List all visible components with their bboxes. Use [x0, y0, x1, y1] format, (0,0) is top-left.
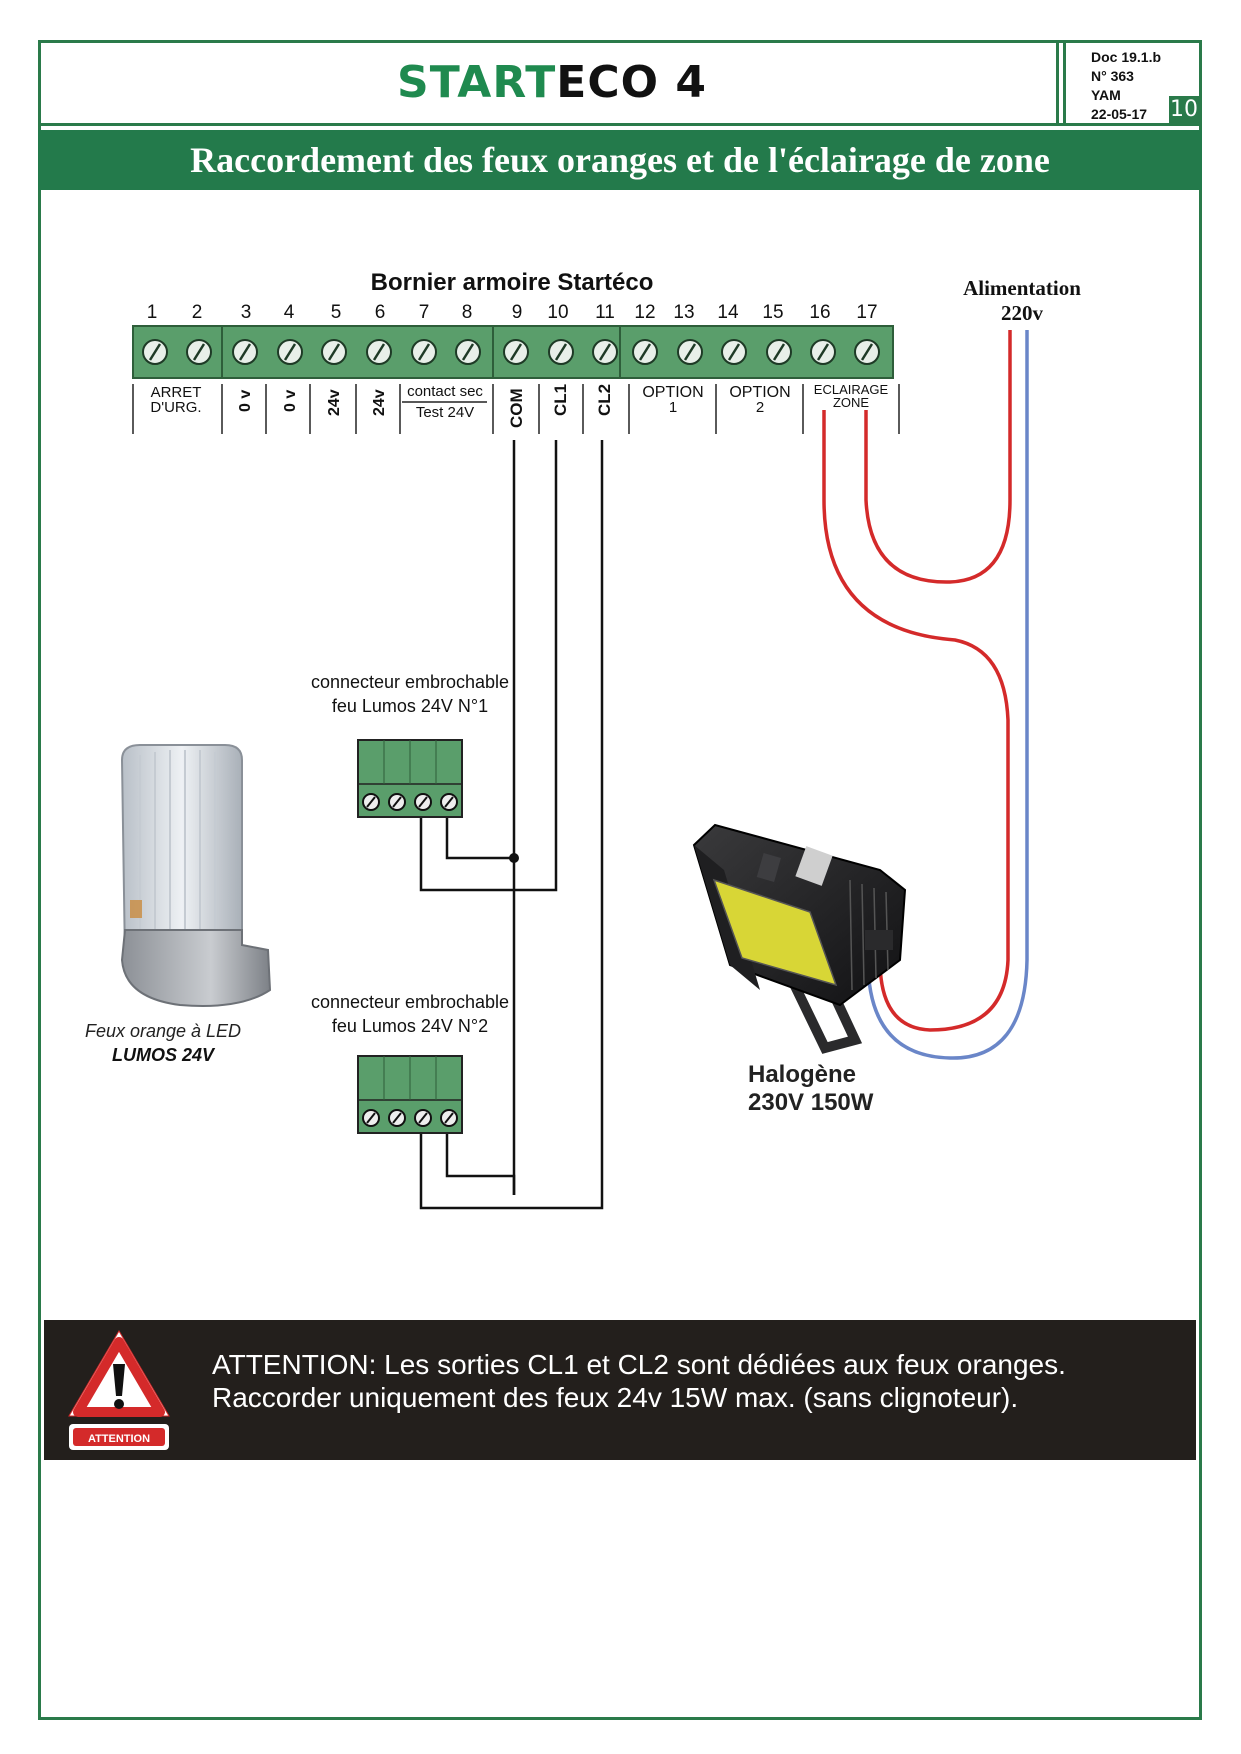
- terminal-number: 4: [284, 302, 295, 323]
- terminal-number: 8: [462, 302, 473, 323]
- label-24v-6: 24v: [371, 389, 388, 416]
- terminal-number: 17: [856, 302, 877, 323]
- label-24v-5: 24v: [326, 389, 343, 416]
- doc-number: N° 363: [1091, 68, 1134, 84]
- terminal-screws: [142, 339, 880, 365]
- terminal-number: 1: [147, 302, 158, 323]
- wire-com-connector1: [445, 817, 514, 860]
- warning-line1: ATTENTION: Les sorties CL1 et CL2 sont d…: [212, 1349, 1066, 1380]
- terminal-number: 15: [762, 302, 783, 323]
- connector2: [357, 1055, 463, 1134]
- wire-supply-red-to-17: [864, 330, 1012, 584]
- lumos-lamp-illustration: [120, 744, 272, 1007]
- doc-date: 22-05-17: [1091, 106, 1148, 122]
- label-eclairage: ECLAIRAGE: [814, 382, 889, 397]
- warning-line2: Raccorder uniquement des feux 24v 15W ma…: [212, 1382, 1019, 1413]
- warning-text: ATTENTION: Les sorties CL1 et CL2 sont d…: [212, 1348, 1066, 1414]
- junction-dot: [509, 853, 519, 863]
- label-cl2: CL2: [595, 384, 614, 416]
- section-banner: Raccordement des feux oranges et de l'éc…: [38, 130, 1202, 190]
- connector2-label-line2: feu Lumos 24V N°2: [332, 1016, 488, 1036]
- doc-info-box: Doc 19.1.b N° 363 YAM 22-05-17 10: [1056, 40, 1202, 126]
- label-option1: OPTION: [642, 384, 703, 401]
- wire-zone-red-to-halogen: [822, 410, 1010, 1032]
- doc-author: YAM: [1091, 87, 1121, 103]
- halogen-caption-line2: 230V 150W: [748, 1089, 874, 1116]
- terminal-number: 10: [547, 302, 568, 323]
- terminal-numbers: 1 2 3 4 5 6 7 8 9 10 11 12 13 14 15 16 1…: [147, 302, 878, 323]
- label-durg: D'URG.: [150, 399, 201, 416]
- page-number: 10: [1169, 96, 1199, 123]
- lamp-caption-line2: LUMOS 24V: [112, 1045, 216, 1065]
- title-box: STARTECO 4: [38, 40, 1066, 126]
- label-com: COM: [507, 388, 526, 428]
- terminal-number: 14: [717, 302, 739, 323]
- terminal-number: 16: [809, 302, 830, 323]
- wire-supply-blue-to-halogen: [866, 330, 1029, 1060]
- connector1-label-line1: connecteur embrochable: [311, 672, 509, 692]
- terminal-number: 6: [375, 302, 386, 323]
- label-zone: ZONE: [833, 395, 869, 410]
- page-title: STARTECO 4: [397, 57, 707, 108]
- label-contact-sec: contact sec: [407, 383, 483, 400]
- wire-cl2: [419, 440, 604, 1210]
- supply-voltage: 220v: [1001, 301, 1044, 325]
- lamp-caption-line1: Feux orange à LED: [85, 1021, 241, 1041]
- terminal-number: 7: [419, 302, 430, 323]
- label-dividers: [132, 384, 900, 434]
- connector2-label-line1: connecteur embrochable: [311, 992, 509, 1012]
- halogen-floodlight-illustration: [692, 823, 907, 1054]
- label-option1-num: 1: [669, 399, 677, 416]
- terminal-number: 11: [595, 302, 615, 323]
- label-option2-num: 2: [756, 399, 764, 416]
- terminal-number: 9: [512, 302, 523, 323]
- terminal-number: 13: [673, 302, 694, 323]
- label-0v-4: 0 v: [282, 390, 299, 412]
- terminal-block-title: Bornier armoire Startéco: [371, 269, 654, 296]
- doc-ref: Doc 19.1.b: [1091, 49, 1162, 65]
- halogen-caption-line1: Halogène: [748, 1061, 856, 1088]
- terminal-number: 3: [241, 302, 252, 323]
- wire-com-connector2: [445, 1132, 516, 1195]
- terminal-group-dividers: [221, 326, 621, 378]
- label-0v-3: 0 v: [237, 390, 254, 412]
- terminal-number: 5: [331, 302, 342, 323]
- label-arret: ARRET: [151, 384, 202, 401]
- terminal-number: 12: [634, 302, 655, 323]
- label-option2: OPTION: [729, 384, 790, 401]
- signal-wires: [419, 440, 604, 1210]
- label-cl1: CL1: [551, 384, 570, 416]
- connector1: [357, 739, 463, 818]
- warning-badge-label: ATTENTION: [88, 1433, 150, 1445]
- label-test-24v: Test 24V: [416, 404, 474, 421]
- terminal-number: 2: [192, 302, 203, 323]
- connector1-label-line2: feu Lumos 24V N°1: [332, 696, 488, 716]
- wire-cl1: [419, 440, 558, 892]
- supply-label: Alimentation: [963, 276, 1081, 300]
- terminal-labels: ARRET D'URG. 0 v 0 v 24v 24v contact sec…: [150, 382, 888, 428]
- warning-icon: ATTENTION: [68, 1330, 170, 1450]
- power-wires: [822, 330, 1029, 1060]
- warning-bar: ATTENTION ATTENTION: Les sorties CL1 et …: [44, 1320, 1196, 1460]
